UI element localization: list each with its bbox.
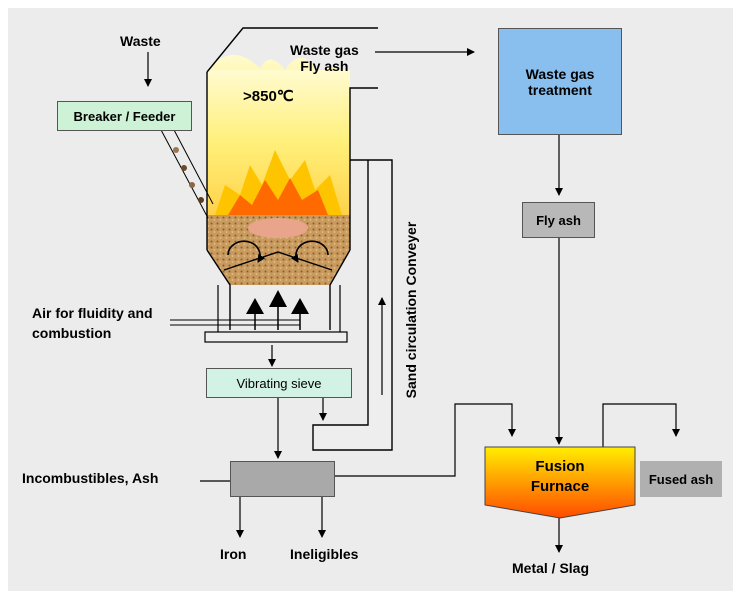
- air-line-1: Air for fluidity and: [32, 305, 153, 321]
- air-label: Air for fluidity and combustion: [32, 303, 153, 343]
- vibrating-sieve-label: Vibrating sieve: [236, 375, 322, 391]
- grate: [204, 331, 348, 343]
- swirl-left: [227, 240, 266, 263]
- waste-label: Waste: [120, 33, 161, 49]
- fly-ash-label: Fly ash: [536, 212, 581, 228]
- metal-slag-label: Metal / Slag: [512, 560, 590, 576]
- treatment-line-2: treatment: [528, 81, 592, 98]
- fused-ash-label: Fused ash: [648, 471, 714, 487]
- waste-gas-treatment-box: Waste gas treatment: [498, 28, 622, 135]
- vibrating-sieve-box: Vibrating sieve: [206, 368, 352, 398]
- ineligibles-label: Ineligibles: [290, 546, 359, 562]
- waste-gas-line: Waste gas: [290, 42, 359, 58]
- furnace-line-2: Furnace: [530, 478, 590, 495]
- waste-gas-fly-ash-label: Waste gas Fly ash: [290, 42, 359, 74]
- breaker-feeder-box: Breaker / Feeder: [57, 101, 192, 131]
- air-arrows: [246, 290, 309, 330]
- swirl-right: [290, 240, 329, 263]
- sand-bed: [207, 215, 350, 285]
- feeder-chute: [159, 127, 214, 219]
- sand-conveyer-label: Sand circulation Conveyer: [403, 221, 419, 399]
- conveyer-channel: [312, 159, 393, 451]
- furnace-line-1: Fusion: [535, 458, 585, 475]
- fly-ash-line: Fly ash: [300, 58, 349, 74]
- incombustibles-box: [230, 461, 335, 497]
- fusion-furnace-label: Fusion Furnace: [485, 457, 635, 497]
- hot-zone: [248, 218, 308, 238]
- fused-ash-box: Fused ash: [640, 461, 722, 497]
- incinerator-vessel: [170, 27, 378, 343]
- flame-inner: [228, 178, 328, 215]
- fusion-furnace: [484, 446, 636, 519]
- connectors: [144, 48, 680, 553]
- fly-ash-box: Fly ash: [522, 202, 595, 238]
- air-line-2: combustion: [32, 325, 112, 341]
- treatment-line-1: Waste gas: [525, 65, 595, 82]
- incombustibles-label: Incombustibles, Ash: [22, 470, 159, 486]
- breaker-feeder-label: Breaker / Feeder: [73, 108, 176, 124]
- temperature-label: >850℃: [243, 88, 294, 105]
- iron-label: Iron: [220, 546, 247, 562]
